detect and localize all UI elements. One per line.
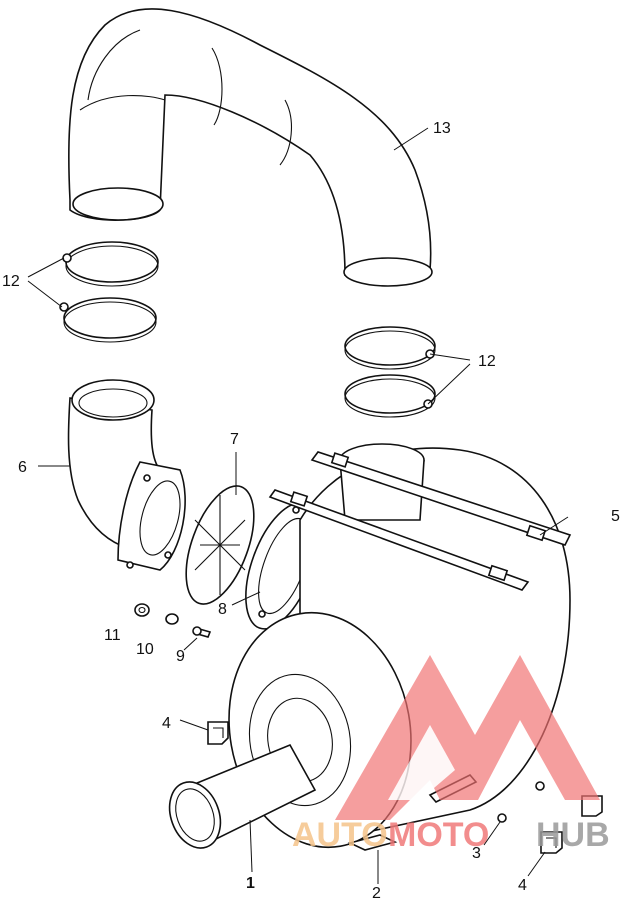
elbow-adapter-6 (67, 379, 186, 571)
hose-clamps-12-right (344, 326, 436, 418)
callout-12-right: 12 (478, 353, 496, 370)
leader-lines (27, 127, 569, 884)
callout-11: 11 (104, 627, 121, 644)
screen-disc-7 (185, 485, 255, 605)
screw-9 (192, 626, 212, 638)
callout-5: 5 (611, 508, 620, 525)
mounting-straps-5 (268, 451, 572, 591)
washer-10 (165, 613, 179, 625)
automotohub-watermark: AUTO MOTO HUB (292, 655, 610, 854)
callout-9: 9 (176, 648, 185, 665)
callout-13: 13 (433, 120, 451, 137)
watermark-triangle-logo (335, 655, 600, 820)
watermark-hub: HUB (536, 816, 610, 854)
callout-4-right: 4 (518, 877, 527, 894)
callout-3: 3 (472, 845, 481, 862)
callout-2: 2 (372, 885, 381, 898)
callout-7: 7 (230, 431, 239, 448)
watermark-moto: MOTO (388, 816, 489, 854)
intake-tube-13 (67, 8, 433, 287)
callout-8: 8 (218, 601, 227, 618)
clip-4-extra (581, 795, 603, 817)
nut-11 (134, 603, 150, 617)
callout-10: 10 (136, 641, 154, 658)
watermark-auto: AUTO (292, 816, 388, 854)
callout-1: 1 (246, 875, 255, 892)
screw-3 (497, 781, 545, 823)
callout-4-left: 4 (162, 715, 171, 732)
callout-labels: 13 12 12 6 7 5 8 11 10 9 4 1 2 3 4 (2, 120, 620, 898)
clip-4-left (207, 721, 229, 745)
callout-12-left: 12 (2, 273, 20, 290)
clip-4-right (540, 831, 563, 854)
hose-clamps-12-left (59, 241, 159, 343)
callout-6: 6 (18, 459, 27, 476)
